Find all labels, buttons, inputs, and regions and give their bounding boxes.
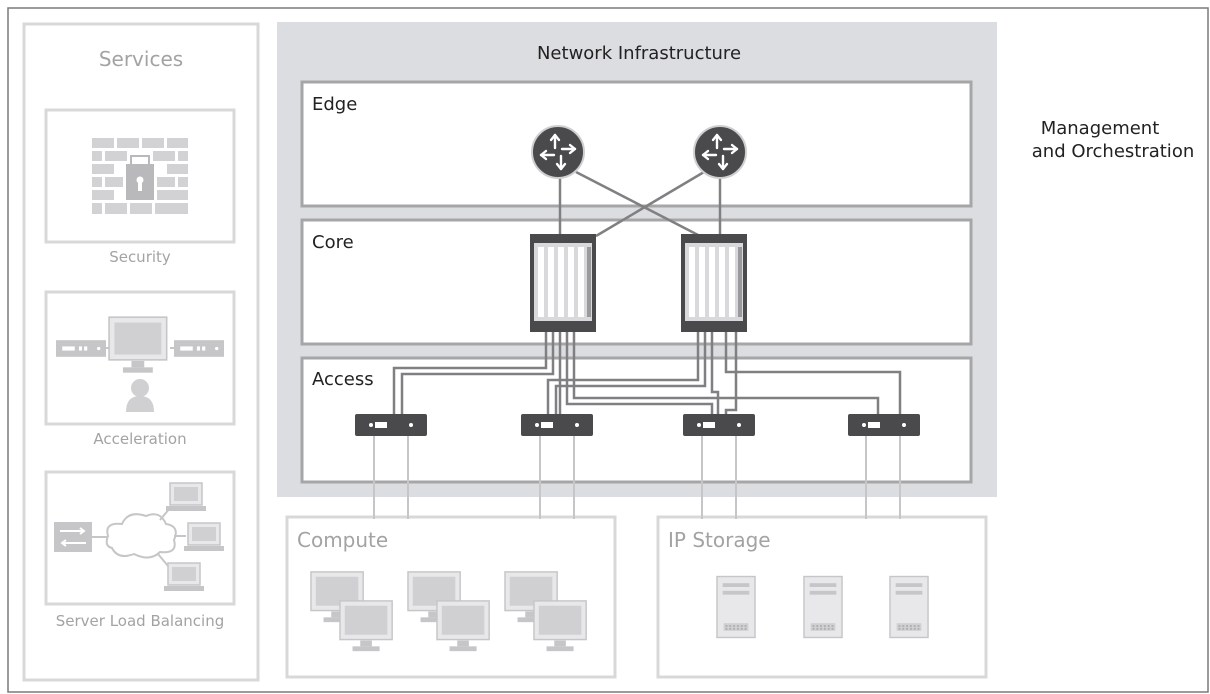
storage-server-icon bbox=[803, 575, 843, 639]
core-switch-icon bbox=[681, 234, 747, 332]
wan-acceleration-icon bbox=[56, 316, 224, 412]
tier-access-label: Access bbox=[312, 369, 374, 390]
security-card: Security bbox=[44, 108, 236, 266]
storage-towers bbox=[716, 575, 929, 639]
acceleration-card: Acceleration bbox=[44, 290, 236, 448]
management-line1: Management bbox=[1041, 118, 1160, 139]
host-links bbox=[373, 436, 901, 519]
storage-server-icon bbox=[716, 575, 756, 639]
access-switch-icon bbox=[683, 414, 755, 436]
tier-core-label: Core bbox=[312, 232, 354, 253]
load-balancing-label: Server Load Balancing bbox=[56, 612, 225, 630]
edge-router-icon bbox=[530, 124, 586, 180]
compute-label: Compute bbox=[297, 528, 388, 552]
network-infrastructure-title: Network Infrastructure bbox=[537, 43, 741, 64]
tier-edge: Edge bbox=[300, 80, 973, 208]
management-line2: and Orchestration bbox=[1032, 141, 1194, 162]
edge-router-icon bbox=[692, 124, 748, 180]
tier-core: Core bbox=[300, 218, 973, 346]
compute-monitors bbox=[310, 571, 587, 652]
ip-storage-label: IP Storage bbox=[668, 528, 771, 552]
storage-server-icon bbox=[889, 575, 929, 639]
core-switch-icon bbox=[530, 234, 596, 332]
load-balancing-card: Server Load Balancing bbox=[44, 470, 236, 630]
ip-storage-panel: IP Storage bbox=[656, 515, 988, 679]
services-panel: Services Security bbox=[22, 22, 260, 682]
access-switch-icon bbox=[848, 414, 920, 436]
compute-panel: Compute bbox=[285, 515, 617, 679]
load-balancer-icon bbox=[54, 482, 224, 592]
firewall-icon bbox=[92, 138, 188, 214]
network-links bbox=[392, 170, 902, 414]
security-label: Security bbox=[109, 248, 171, 266]
services-title: Services bbox=[99, 47, 183, 71]
management-label: Management and Orchestration bbox=[1032, 118, 1194, 162]
access-switch-icon bbox=[521, 414, 593, 436]
acceleration-label: Acceleration bbox=[93, 430, 186, 448]
access-switch-icon bbox=[355, 414, 427, 436]
tier-edge-label: Edge bbox=[312, 94, 357, 115]
